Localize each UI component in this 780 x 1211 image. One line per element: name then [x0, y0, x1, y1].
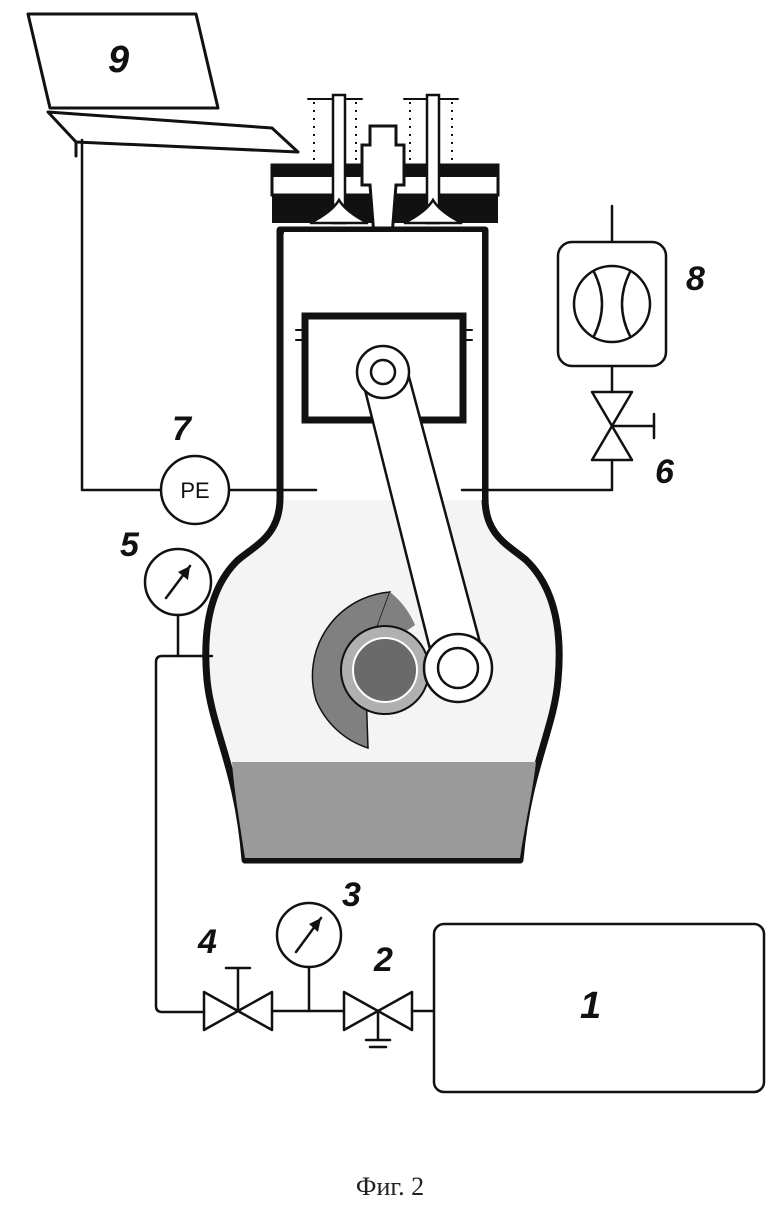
pe-label: PE	[180, 478, 209, 503]
signal-cable	[82, 140, 160, 490]
label-8: 8	[686, 260, 705, 298]
cylinder-head	[272, 95, 498, 236]
figure-caption: Фиг. 2	[0, 1172, 780, 1202]
label-6: 6	[655, 453, 675, 491]
label-7: 7	[172, 410, 193, 448]
flowmeter-8	[558, 206, 666, 366]
label-2: 2	[373, 941, 393, 979]
valve-4	[204, 968, 272, 1030]
label-1: 1	[580, 985, 601, 1027]
label-9: 9	[108, 39, 129, 81]
pressure-gauge-3	[277, 903, 341, 1011]
valve-6	[592, 366, 654, 460]
laptop	[28, 14, 298, 156]
label-3: 3	[342, 876, 361, 914]
label-5: 5	[120, 526, 140, 564]
pressure-gauge-5	[145, 549, 211, 656]
label-4: 4	[197, 923, 217, 961]
valve-2	[344, 992, 434, 1047]
